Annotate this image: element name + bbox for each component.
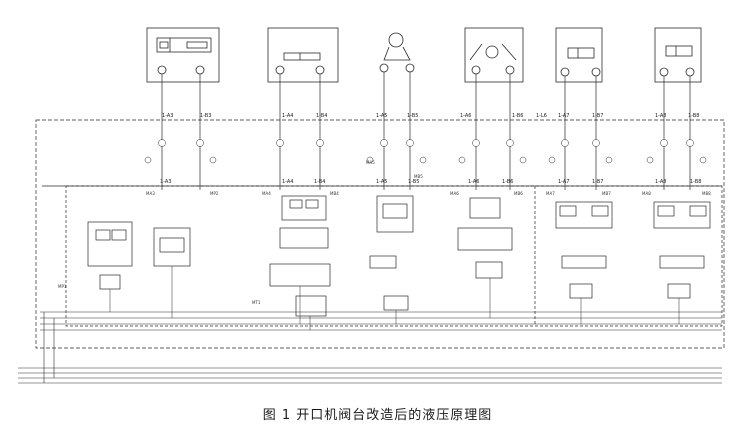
label-b3: 1-B3: [200, 113, 211, 119]
mid-label-a8: 1-A8: [655, 179, 666, 185]
port-ma5: MA5: [366, 160, 375, 165]
port-ma7: MA7: [546, 191, 555, 196]
hydraulic-motor-symbol: [388, 32, 404, 48]
mid-label-b8: 1-B8: [690, 179, 701, 185]
port-ma4: MA4: [262, 191, 271, 196]
outer-dashed-frame: [35, 119, 725, 349]
mid-label-b6: 1-B6: [502, 179, 513, 185]
port-mb6: MB6: [514, 191, 523, 196]
label-b8: 1-B8: [688, 113, 699, 119]
mid-label-a3: 1-A3: [160, 179, 171, 185]
mid-label-a4: 1-A4: [282, 179, 293, 185]
label-b7: 1-B7: [592, 113, 603, 119]
valve-block-3: [281, 195, 327, 221]
label-a3: 1-A3: [162, 113, 173, 119]
actuator-box-1: [146, 27, 220, 83]
label-a7: 1-A7: [558, 113, 569, 119]
label-a6: 1-A6: [460, 113, 471, 119]
port-mb4: MB4: [330, 191, 339, 196]
port-mt1: MT1: [252, 300, 261, 305]
label-a8: 1-A8: [655, 113, 666, 119]
valve-block-7: [653, 201, 711, 229]
valve-block-2: [153, 227, 191, 267]
valve-block-6: [555, 201, 613, 229]
port-mb8: MB8: [702, 191, 711, 196]
port-mp1: MP1: [58, 284, 67, 289]
mid-label-b7: 1-B7: [592, 179, 603, 185]
mid-label-a7: 1-A7: [558, 179, 569, 185]
port-mb7: MB7: [602, 191, 611, 196]
actuator-box-6: [654, 27, 702, 83]
mid-label-a6: 1-A6: [468, 179, 479, 185]
label-b4: 1-B4: [316, 113, 327, 119]
port-ma8: MA8: [642, 191, 651, 196]
mid-label-b4: 1-B4: [314, 179, 325, 185]
actuator-box-5: [555, 27, 603, 83]
label-a4: 1-A4: [282, 113, 293, 119]
valve-block-1: [87, 221, 133, 267]
label-l6: 1-L6: [536, 113, 547, 119]
label-b5: 1-B5: [407, 113, 418, 119]
valve-block-5: [457, 227, 513, 251]
label-a5: 1-A5: [376, 113, 387, 119]
mid-label-b5: 1-B5: [408, 179, 419, 185]
figure-caption: 图 1 开口机阀台改造后的液压原理图: [262, 408, 493, 423]
port-ma3: MA3: [146, 191, 155, 196]
port-mp2: MP2: [210, 191, 219, 196]
hydraulic-schematic: 1-A3 1-B3 1-A4 1-B4 1-A5 1-B5 1-A6 1-B6 …: [18, 27, 725, 384]
mid-label-a5: 1-A5: [376, 179, 387, 185]
port-mb5: MB5: [414, 174, 423, 179]
actuator-box-4: [464, 27, 524, 83]
actuator-box-2: [267, 27, 339, 83]
port-ma6: MA6: [450, 191, 459, 196]
valve-block-4: [376, 195, 414, 233]
label-b6: 1-B6: [512, 113, 523, 119]
